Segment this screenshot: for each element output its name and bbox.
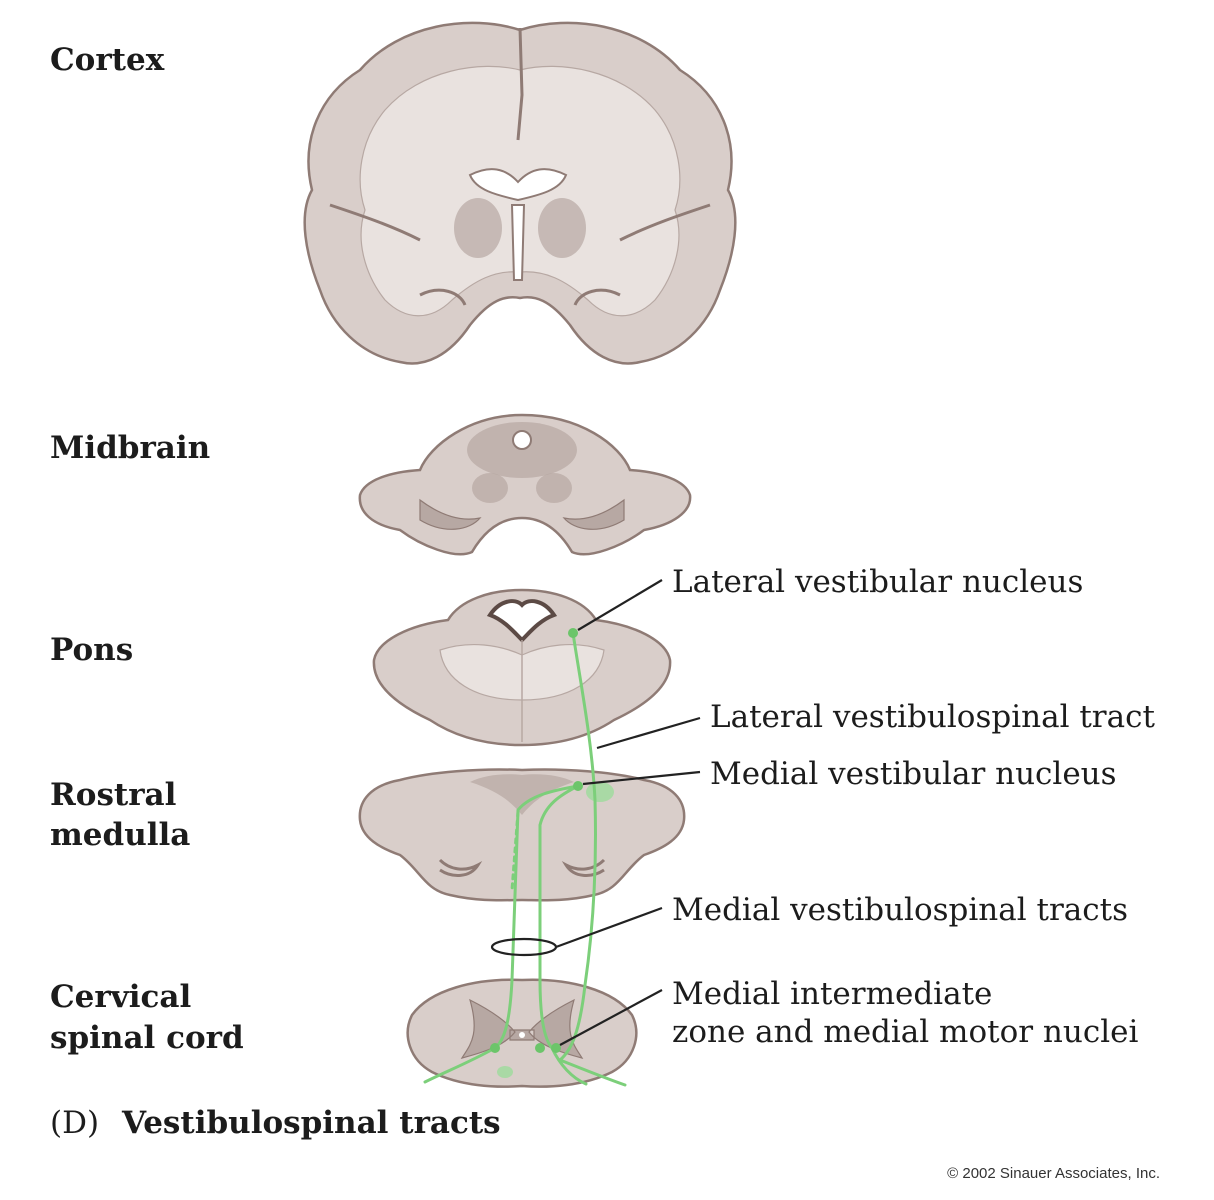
lateral-tract-extension	[558, 1058, 627, 1087]
leader-lateral-vestibular-nucleus	[577, 579, 663, 631]
medulla-floor-fourth-ventricle	[470, 774, 574, 815]
callout-medial-intermediate-line1: Medial intermediate	[672, 976, 992, 1012]
medial-tract-ipsilateral	[538, 784, 580, 1050]
medial-tract-left-extension	[423, 1046, 497, 1084]
medial-tracts-bundle-ellipse	[490, 937, 558, 957]
label-cortex: Cortex	[50, 42, 165, 78]
label-midbrain: Midbrain	[50, 430, 210, 466]
midbrain-section	[358, 413, 692, 556]
medial-tract-crossing	[493, 784, 580, 1050]
cerebral-aqueduct	[512, 430, 532, 450]
motor-nucleus-dot-left	[490, 1043, 500, 1053]
fourth-ventricle-pons	[486, 599, 558, 643]
left-sylvian-fissure	[329, 203, 421, 242]
right-basal-ganglia	[538, 198, 586, 258]
medial-vestibular-nucleus-region	[586, 782, 614, 802]
left-hippocampus	[419, 288, 467, 306]
tract-pathways	[423, 628, 627, 1087]
callout-medial-vestibulospinal-tracts: Medial vestibulospinal tracts	[672, 892, 1128, 928]
longitudinal-fissure	[516, 27, 524, 141]
caption-letter: (D)	[50, 1105, 99, 1141]
left-inferior-olive	[438, 858, 483, 877]
lateral-vestibular-nucleus-dot	[568, 628, 578, 638]
third-ventricle	[510, 204, 526, 281]
leader-medial-vestibular-nucleus	[582, 770, 701, 786]
right-substantia-nigra	[562, 498, 625, 530]
label-pons: Pons	[50, 632, 133, 668]
leader-medial-intermediate-zone	[559, 989, 663, 1046]
left-basal-ganglia	[454, 198, 502, 258]
leader-medial-vestibulospinal-tracts	[555, 906, 663, 949]
callout-medial-vestibular-nucleus: Medial vestibular nucleus	[710, 756, 1117, 792]
cortex-section	[303, 21, 737, 365]
motor-nucleus-dot-right	[551, 1043, 561, 1053]
medial-vestibular-nucleus-dot	[573, 781, 583, 791]
rostral-medulla-section	[358, 768, 686, 902]
callout-lateral-vestibular-nucleus: Lateral vestibular nucleus	[672, 564, 1083, 600]
lateral-ventricles	[468, 168, 568, 202]
label-cervical-line1: Cervical	[50, 979, 191, 1015]
copyright-notice: © 2002 Sinauer Associates, Inc.	[947, 1165, 1160, 1182]
caption-title: Vestibulospinal tracts	[121, 1105, 501, 1141]
leader-lateral-vestibulospinal-tract	[596, 716, 701, 750]
lateral-vestibulospinal-tract-line	[558, 631, 597, 1062]
label-rostral-medulla-line1: Rostral	[50, 777, 176, 813]
left-red-nucleus	[472, 473, 508, 503]
medial-tract-dashed	[510, 810, 520, 892]
right-sylvian-fissure	[619, 203, 711, 242]
medial-motor-nucleus-left	[497, 1066, 513, 1078]
cord-gray-matter	[460, 998, 584, 1059]
right-hippocampus	[573, 288, 621, 306]
right-red-nucleus	[536, 473, 572, 503]
callout-medial-intermediate-line2: zone and medial motor nuclei	[672, 1014, 1138, 1050]
central-canal	[519, 1032, 525, 1038]
motor-nucleus-dot-center	[535, 1043, 545, 1053]
cervical-cord-section	[406, 978, 638, 1088]
medulla-outline	[358, 768, 686, 902]
label-rostral-medulla-line2: medulla	[50, 817, 190, 853]
callout-lateral-vestibulospinal-tract: Lateral vestibulospinal tract	[710, 699, 1155, 735]
pons-section	[372, 588, 672, 747]
left-substantia-nigra	[419, 498, 482, 530]
label-cervical-line2: spinal cord	[50, 1020, 244, 1056]
